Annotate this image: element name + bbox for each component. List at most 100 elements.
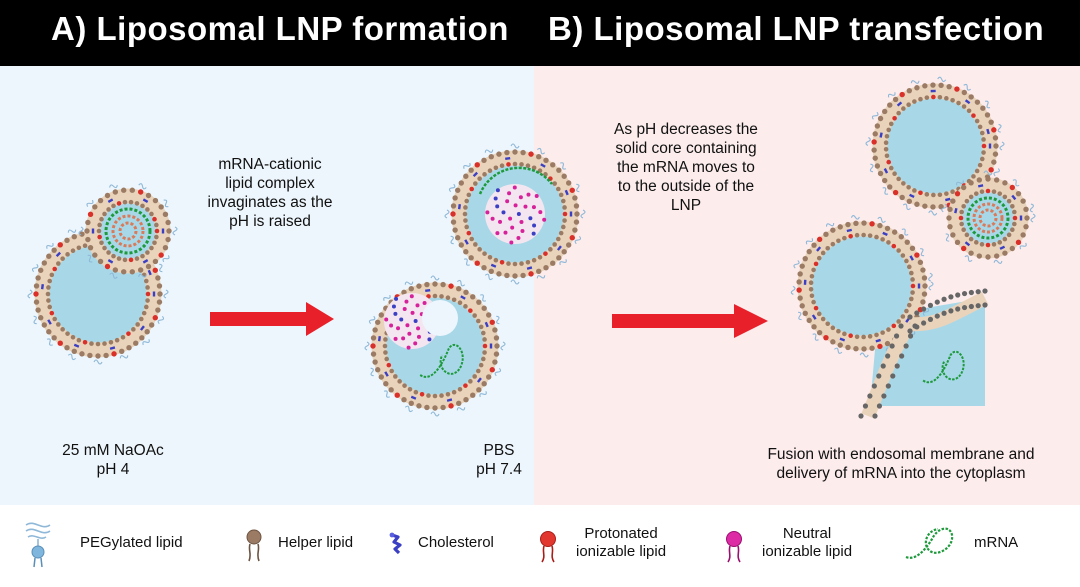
lipid-head (891, 243, 897, 249)
lipid-head (968, 236, 974, 242)
lipid-head (464, 224, 470, 230)
lipid-head (920, 299, 926, 305)
cholesterol-mark (564, 189, 569, 196)
lipid-head (481, 305, 487, 311)
lipid-head (845, 221, 851, 228)
lipid-head (370, 335, 377, 341)
lipid-head (394, 392, 400, 398)
lipid-head (904, 308, 909, 314)
core-lipid (402, 307, 407, 312)
lipid-head (955, 292, 961, 298)
lipid-head (468, 167, 474, 173)
lipid-head (560, 198, 566, 204)
legend: PEGylated lipid Helper lipid Cholesterol… (0, 505, 1080, 587)
lipid-head (1010, 203, 1015, 209)
lipid-head (796, 279, 802, 285)
core-lipid (406, 345, 411, 350)
lipid-head (886, 327, 891, 332)
lipid-head (961, 89, 968, 96)
lipid-head (378, 374, 385, 380)
lipid-head (154, 222, 159, 228)
lipid-head (64, 344, 70, 351)
lipid-head (128, 257, 134, 263)
lipid-head (1015, 239, 1022, 246)
peg-chain (456, 407, 466, 411)
lipid-head (463, 218, 468, 223)
core-lipid (498, 219, 503, 224)
peg-chain (793, 260, 800, 269)
note-line: lipid complex (225, 175, 315, 192)
core-lipid (528, 216, 533, 221)
legend-label: Cholesterol (418, 534, 494, 552)
lipid-head (993, 143, 999, 149)
cholesterol-mark (457, 204, 461, 210)
lipid-head (531, 165, 537, 171)
lipid-head (853, 220, 859, 226)
cholesterol-mark (816, 246, 822, 252)
peg-chain (494, 367, 502, 377)
invagination-cavity (422, 300, 458, 336)
lipid-head (543, 157, 549, 164)
peg-chain (463, 162, 471, 169)
lipid-head (809, 293, 815, 299)
peg-chain (404, 281, 414, 285)
lipid-head (886, 159, 892, 165)
lipid-head (914, 201, 920, 207)
invaginated-lnp-illustration (364, 275, 506, 417)
cholesterol-mark (161, 228, 165, 234)
lipid-head (473, 181, 478, 186)
cholesterol-mark (446, 398, 453, 402)
lipid-head (907, 328, 913, 334)
lipid-head (906, 87, 913, 94)
lipid-head (961, 290, 968, 297)
lipid-head (480, 356, 486, 362)
lipid-head (158, 252, 164, 258)
lipid-head (971, 113, 976, 118)
lipid-head (799, 263, 805, 269)
lipid-head (1006, 232, 1012, 238)
lipid-head (155, 275, 161, 281)
lipid-head (1002, 194, 1008, 200)
lipid-head (988, 119, 994, 125)
legend-label-line: Protonated (584, 525, 658, 542)
core-lipid (393, 311, 398, 316)
lipid-head (947, 206, 953, 213)
cholesterol-mark (464, 239, 469, 245)
lipid-head (960, 245, 967, 252)
lipid-head (560, 224, 566, 230)
fusion-membrane (861, 322, 915, 419)
peg-chain (850, 214, 860, 220)
lipid-head (973, 240, 979, 245)
panel-a-right-condition: PBS pH 7.4 (454, 441, 544, 479)
complex-layer (978, 208, 998, 228)
lipid-head (512, 273, 518, 279)
lipid-head (504, 149, 510, 156)
lipid-head (993, 177, 1000, 183)
core-lipid (401, 336, 406, 341)
lipid-head (964, 198, 970, 204)
result-line: Fusion with endosomal membrane and (767, 446, 1035, 463)
lipid-head (799, 303, 805, 309)
lipid-head (448, 283, 454, 289)
lipid-head (156, 283, 163, 289)
peg-chain (163, 289, 169, 299)
cholesterol-mark (472, 171, 479, 178)
lipid-head (79, 231, 85, 237)
lipid-head (944, 96, 949, 101)
lipid-head (97, 234, 102, 240)
lipid-head (65, 252, 70, 257)
peg-chain (46, 338, 53, 346)
lipid-head (140, 203, 145, 209)
complex-layer (972, 202, 1004, 234)
budded-lnp-illustration (865, 76, 1036, 264)
core-lipid (512, 185, 517, 190)
core-lipid (510, 225, 515, 230)
lipid-head (112, 189, 119, 195)
core-lipid (493, 196, 498, 201)
lipid-head (802, 310, 808, 317)
lipid-head (104, 192, 111, 199)
lipid-head (476, 299, 482, 305)
lipid-head (858, 413, 864, 419)
lipid-head (407, 387, 413, 392)
lipid-head (528, 271, 534, 277)
